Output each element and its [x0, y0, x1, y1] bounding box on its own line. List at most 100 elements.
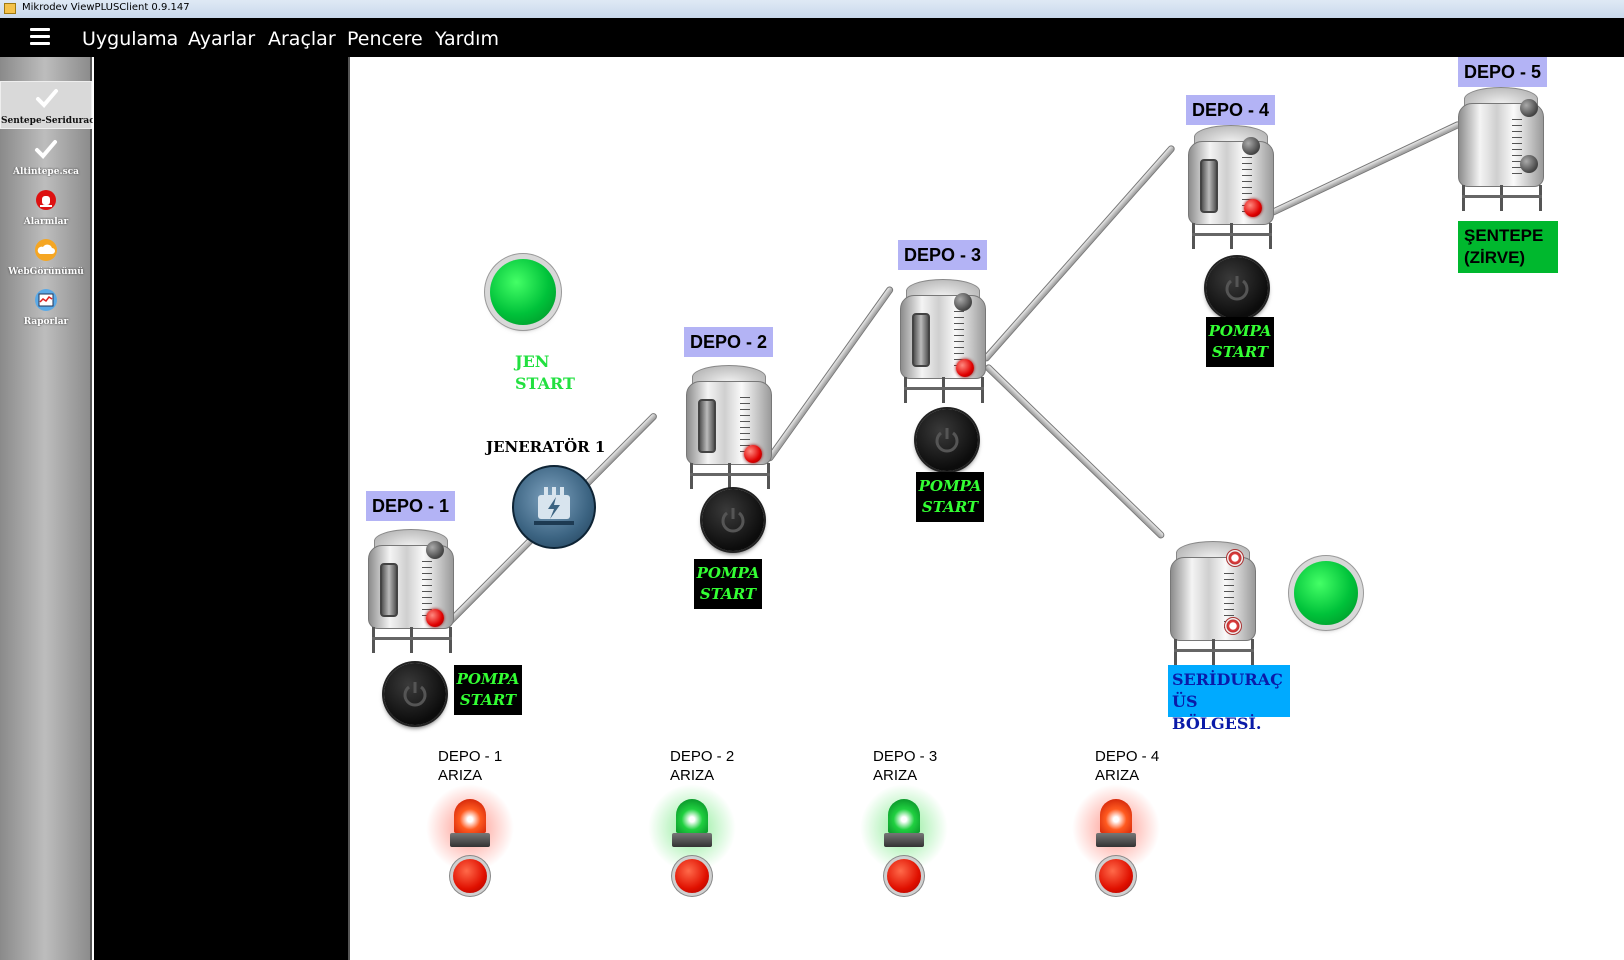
lightning-icon [534, 487, 574, 525]
seridurac-us-bolgesi-label: SERİDURAÇ ÜS BÖLGESİ. [1168, 665, 1290, 733]
pompa-line1: POMPA [1208, 322, 1272, 340]
alarm-2-label: DEPO - 2 ARIZA [670, 747, 734, 785]
alarm-title: DEPO - 4 [1095, 748, 1160, 765]
depo-2-label: DEPO - 2 [684, 327, 774, 357]
level-low-indicator [744, 445, 762, 463]
alarm-title: DEPO - 1 [438, 748, 503, 765]
alarm-state: ARIZA [438, 767, 483, 784]
menu-pencere[interactable]: Pencere [347, 28, 423, 50]
pompa-line2: START [459, 691, 517, 709]
report-chart-icon [35, 289, 57, 311]
app-icon [4, 3, 16, 14]
depo-3-pompa-start[interactable]: POMPA START [916, 472, 984, 522]
alarm-state: ARIZA [1095, 767, 1140, 784]
depo-1-label: DEPO - 1 [366, 491, 456, 521]
pompa-line2: START [699, 585, 757, 603]
sidebar: Sentepe-Seridurac Altintepe.sca Alarmlar… [0, 57, 93, 960]
menu-yardim[interactable]: Yardım [435, 28, 499, 50]
alarm-2-beacon-icon [642, 783, 742, 873]
sidebar-item-webgorunumu[interactable]: WebGörünümü [0, 233, 92, 281]
depo-4-label: DEPO - 4 [1186, 95, 1276, 125]
alarm-1-led [453, 859, 487, 893]
level-low-indicator [956, 359, 974, 377]
alarm-4-led [1099, 859, 1133, 893]
check-icon [35, 140, 57, 159]
depo-4-tank [1186, 125, 1278, 253]
pompa-line1: POMPA [456, 670, 520, 688]
alarm-3-beacon-icon [854, 783, 954, 873]
pompa-line1: POMPA [696, 564, 760, 582]
alarm-4-label: DEPO - 4 ARIZA [1095, 747, 1159, 785]
seridurac-line2: ÜS BÖLGESİ. [1172, 692, 1262, 733]
alarm-1-beacon-icon [420, 783, 520, 873]
level-high-indicator [1242, 137, 1260, 155]
alarm-title: DEPO - 3 [873, 748, 938, 765]
menu-bar: Uygulama Ayarlar Araçlar Pencere Yardım [0, 18, 1624, 57]
jen-start-line2: START [515, 374, 575, 393]
pompa-line1: POMPA [918, 477, 982, 495]
level-low-indicator [1520, 155, 1538, 173]
scada-canvas: JEN START JENERATÖR 1 DEPO - 1 POMPA STAR… [348, 57, 1624, 960]
sidebar-item-label: Raporlar [23, 317, 69, 327]
level-low-indicator [1224, 617, 1242, 635]
menu-araclar[interactable]: Araçlar [268, 28, 336, 50]
pipe-depo3-seridurac [983, 362, 1166, 540]
alarm-3-label: DEPO - 3 ARIZA [873, 747, 937, 785]
depo-1-pompa-start[interactable]: POMPA START [454, 665, 522, 715]
sidebar-item-altintepe[interactable]: Altintepe.sca [0, 133, 92, 181]
menu-ayarlar[interactable]: Ayarlar [188, 28, 256, 50]
hamburger-menu-icon[interactable] [30, 28, 50, 46]
seridurac-line1: SERİDURAÇ [1172, 670, 1283, 689]
alarm-2-led [675, 859, 709, 893]
sentepe-line2: (ZİRVE) [1464, 248, 1526, 267]
alarm-siren-icon [36, 190, 56, 210]
level-low-indicator [1244, 199, 1262, 217]
power-icon [1225, 276, 1249, 301]
level-high-indicator [1226, 549, 1244, 567]
sidebar-item-label: Alarmlar [23, 217, 69, 227]
pompa-line2: START [1211, 343, 1269, 361]
menu-uygulama[interactable]: Uygulama [82, 28, 179, 50]
alarm-state: ARIZA [873, 767, 918, 784]
pipe-depo2-depo3 [765, 285, 895, 463]
jen-start-label: JEN START [515, 351, 575, 395]
sentepe-line1: ŞENTEPE [1464, 226, 1544, 245]
cloud-icon [35, 239, 57, 261]
sidebar-item-label: WebGörünümü [8, 267, 84, 277]
sidebar-item-label: Altintepe.sca [13, 167, 79, 177]
alarm-state: ARIZA [670, 767, 715, 784]
jen-start-button[interactable] [490, 259, 556, 325]
generator-title: JENERATÖR 1 [486, 438, 606, 456]
depo-1-power-button[interactable] [384, 663, 446, 725]
sidebar-item-sentepe-seridurac[interactable]: Sentepe-Seridurac [0, 81, 93, 129]
depo-5-label: DEPO - 5 [1458, 57, 1548, 87]
depo-2-tank [684, 365, 776, 493]
depo-3-label: DEPO - 3 [898, 240, 988, 270]
level-high-indicator [426, 541, 444, 559]
power-icon [935, 428, 959, 453]
alarm-1-label: DEPO - 1 ARIZA [438, 747, 502, 785]
depo-4-power-button[interactable] [1206, 257, 1268, 319]
depo-3-tank [898, 279, 990, 407]
sentepe-zirve-label: ŞENTEPE (ZİRVE) [1458, 221, 1558, 273]
level-high-indicator [1520, 99, 1538, 117]
sidebar-item-raporlar[interactable]: Raporlar [0, 283, 92, 331]
depo-2-power-button[interactable] [702, 489, 764, 551]
alarm-3-led [887, 859, 921, 893]
alarm-4-beacon-icon [1066, 783, 1166, 873]
pipe-depo4-depo5 [1268, 120, 1463, 217]
seridurac-tank [1168, 541, 1260, 669]
alarm-title: DEPO - 2 [670, 748, 735, 765]
pipe-depo3-depo4 [981, 143, 1177, 363]
sidebar-item-alarmlar[interactable]: Alarmlar [0, 183, 92, 231]
depo-5-tank [1456, 87, 1548, 215]
level-low-indicator [426, 609, 444, 627]
generator-icon[interactable] [512, 465, 596, 549]
depo-2-pompa-start[interactable]: POMPA START [694, 559, 762, 609]
depo-3-power-button[interactable] [916, 409, 978, 471]
sidebar-item-label: Sentepe-Seridurac [1, 116, 93, 126]
depo-4-pompa-start[interactable]: POMPA START [1206, 317, 1274, 367]
seridurac-status-button[interactable] [1294, 561, 1358, 625]
check-icon [36, 89, 58, 108]
pompa-line2: START [921, 498, 979, 516]
